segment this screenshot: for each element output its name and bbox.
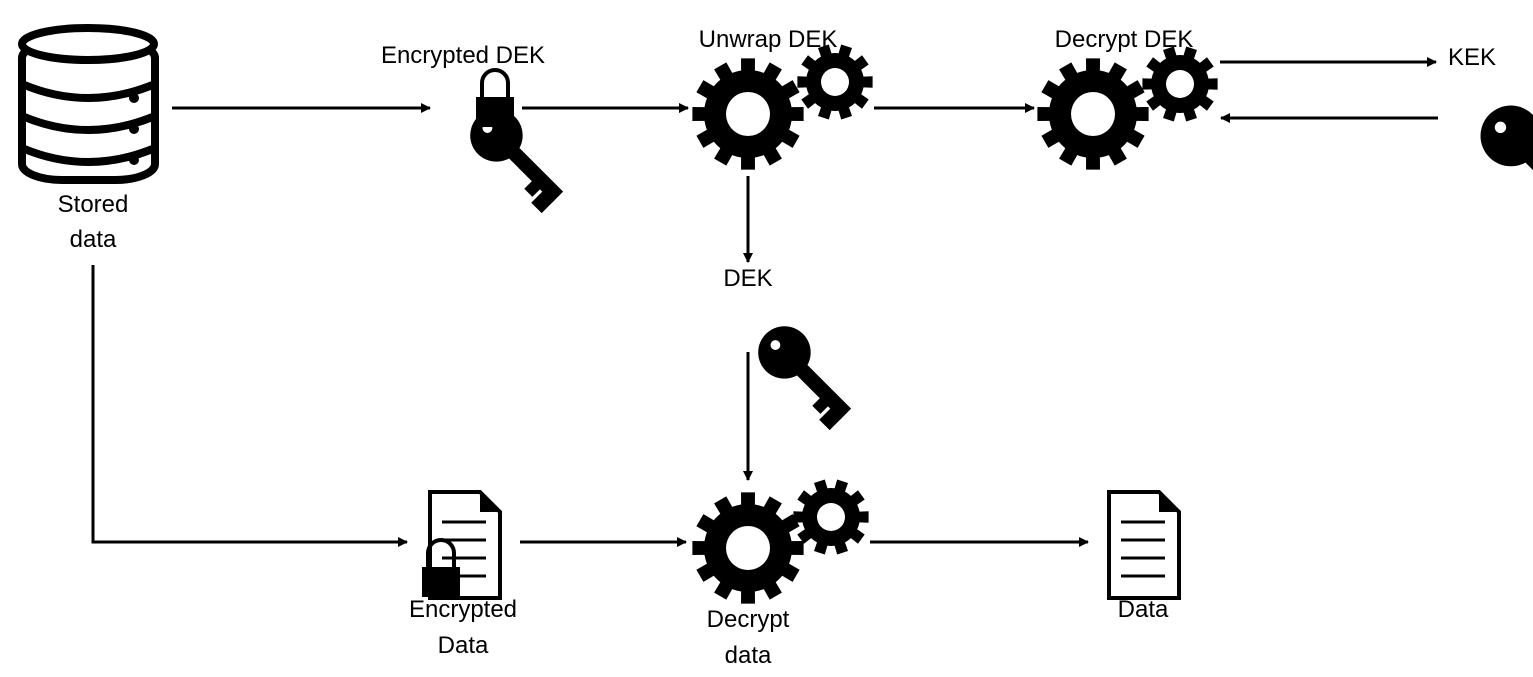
key-icon [758, 326, 852, 431]
node-unwrap-dek: Unwrap DEK [692, 26, 873, 170]
node-kek: KEK [1448, 44, 1533, 226]
small-gear-icon [793, 479, 869, 555]
locked-document-icon [420, 490, 502, 600]
locked-key-icon [470, 68, 564, 214]
gears-icon [692, 44, 873, 170]
node-stored-data: Stored data [18, 24, 159, 253]
gears-icon [692, 479, 869, 604]
node-dek: DEK [723, 265, 852, 431]
decrypt-data-label-line2: data [725, 642, 772, 669]
dek-label: DEK [723, 265, 772, 292]
key-icon [1480, 105, 1533, 226]
document-icon [1107, 490, 1181, 600]
small-gear-icon [1142, 46, 1218, 122]
node-data: Data [1107, 490, 1181, 623]
large-gear-icon [1037, 58, 1149, 170]
data-label: Data [1118, 596, 1169, 623]
kek-label: KEK [1448, 44, 1496, 71]
large-gear-icon [692, 58, 804, 170]
stored-data-label-line2: data [70, 226, 117, 253]
small-gear-icon [797, 44, 873, 120]
encrypted-data-label-line2: Data [438, 632, 489, 659]
node-decrypt-data: Decrypt data [692, 479, 869, 669]
database-icon [18, 24, 159, 184]
node-encrypted-data: Encrypted Data [409, 490, 517, 659]
node-encrypted-dek: Encrypted DEK [381, 42, 564, 214]
encrypted-data-label-line1: Encrypted [409, 596, 517, 623]
edges [91, 57, 1438, 547]
encrypted-dek-label: Encrypted DEK [381, 42, 545, 69]
edge-stored-to-encrypted-data [91, 265, 408, 547]
large-gear-icon [692, 492, 804, 604]
decrypt-data-label-line1: Decrypt [707, 606, 790, 633]
stored-data-label-line1: Stored [58, 191, 129, 218]
gears-icon [1037, 46, 1218, 170]
unwrap-dek-label: Unwrap DEK [699, 26, 838, 53]
node-decrypt-dek: Decrypt DEK [1037, 26, 1218, 170]
